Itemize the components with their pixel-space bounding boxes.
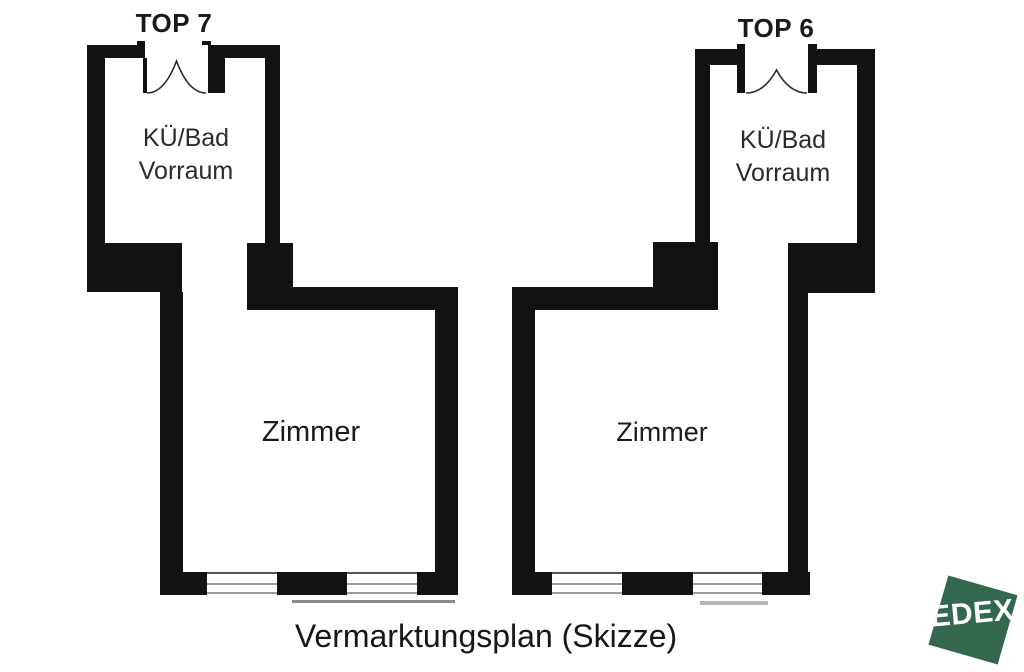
top6-bottom-corner-right [762,572,810,595]
top6-zimmer-top-wall [512,287,653,310]
scan-smudge-right [700,601,768,605]
top7-entry-left-wall [87,45,105,292]
top6-zimmer-label: Zimmer [616,417,708,447]
top7-zimmer-label: Zimmer [261,416,361,448]
top7-bottom-wall-middle [277,572,347,595]
top7-zimmer-right-wall [435,287,458,595]
top6-zimmer-right-wall [788,293,808,595]
top6-door-jamb-bump-right [808,44,817,49]
top6-bottom-corner-left [512,572,552,595]
top6-entry-left-wall [695,49,710,242]
top7-door-jamb-right [208,45,225,93]
top7-zimmer-top-wall [293,287,458,310]
top7-window-left [207,572,277,595]
top6-door-swing-arc [745,68,808,94]
unit-label-top6: TOP 6 [737,13,815,43]
top6-center-junction-block [653,242,718,310]
plan-caption: Vermarktungsplan (Skizze) [294,618,678,654]
top7-left-junction-block [87,243,182,292]
top6-door-jamb-bump-left [737,44,745,49]
top7-door-jamb-left [143,58,147,93]
top7-door-jamb-bump-left [137,41,145,45]
top6-door-jamb-left [737,49,745,93]
top7-entry-right-wall [265,45,280,243]
top7-entry-room-label: KÜ/Bad Vorraum [105,122,267,188]
top7-window-right [347,572,417,595]
top7-entry-room-line1: KÜ/Bad [142,124,230,152]
top6-right-junction-block [788,243,875,293]
unit-label-top7: TOP 7 [135,8,213,38]
top7-door-jamb-bump-right [202,41,211,45]
edex-logo: EDEX [928,575,1018,665]
top6-window-left [552,572,622,595]
top6-entry-room-line2: Vorraum [735,159,831,187]
top6-entry-room-line1: KÜ/Bad [739,126,827,154]
top7-zimmer-left-wall [160,292,183,595]
top7-right-junction-block [247,243,293,310]
top6-door-jamb-right [808,49,817,93]
top6-entry-room-label: KÜ/Bad Vorraum [702,124,864,190]
top6-entry-right-wall [857,49,875,243]
top7-bottom-corner-right [417,572,458,595]
top7-top-wall-right [208,45,280,58]
top6-zimmer-left-wall [512,287,535,595]
edex-logo-text: EDEX [929,593,1016,634]
top7-bottom-corner-left [160,572,207,595]
scan-smudge-left [292,600,455,603]
top7-entry-room-line2: Vorraum [138,157,234,185]
top6-bottom-wall-middle [622,572,693,595]
top7-door-swing-arc [146,58,207,94]
top6-window-right [693,572,762,595]
